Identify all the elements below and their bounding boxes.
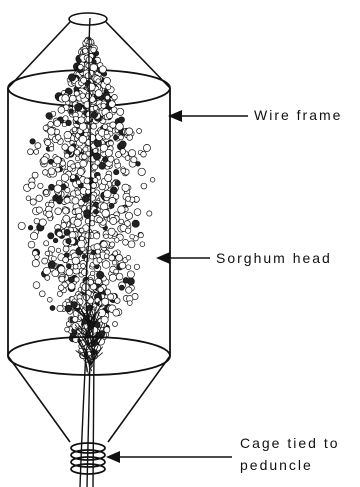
top-ring — [69, 13, 107, 25]
sorghum-head-label: Sorghum head — [216, 247, 332, 269]
callout-arrows — [106, 110, 248, 463]
cage-tied-label-line-2: peduncle — [240, 454, 340, 476]
cage-tied-label-line-1: Cage tied to — [240, 432, 340, 454]
sorghum-grain-cluster — [18, 37, 155, 375]
cage-tie-arrowhead — [106, 451, 120, 463]
cage-tied-label: Cage tied to peduncle — [240, 432, 340, 476]
wire-frame-label: Wire frame — [254, 104, 342, 126]
sorghum-head-arrowhead — [156, 252, 170, 264]
